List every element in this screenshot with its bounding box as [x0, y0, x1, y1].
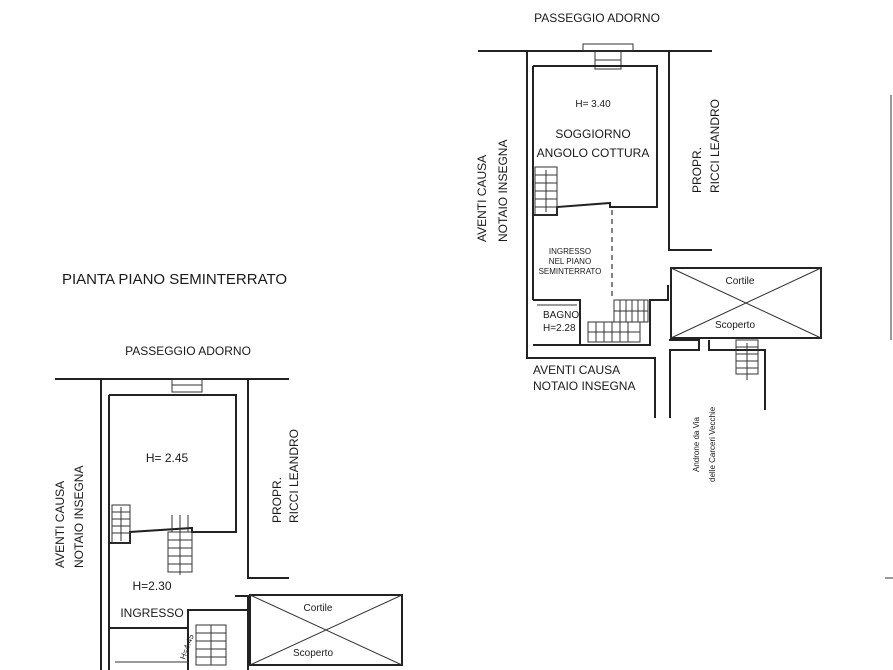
lower-left-neighbor-1: AVENTI CAUSA	[53, 481, 67, 568]
passage-label-1: Androne da Via	[692, 416, 701, 472]
entry-note-line-2: NEL PIANO	[549, 257, 591, 266]
upper-floor-plan: PASSEGGIO ADORNO	[475, 11, 822, 482]
plan-title: PIANTA PIANO SEMINTERRATO	[62, 271, 287, 288]
upper-outer-wall-left	[526, 51, 656, 418]
upper-passage-wall-right	[708, 340, 766, 410]
angolo-cottura-label: ANGOLO COTTURA	[537, 146, 650, 160]
bagno-label: BAGNO	[543, 310, 579, 321]
lower-stair-height: H=4.45	[178, 633, 196, 661]
upper-stair-bottom	[587, 299, 649, 343]
bagno-walls	[533, 299, 581, 346]
lower-stair-left	[111, 504, 131, 544]
lower-entry-height: H=2.30	[132, 579, 171, 593]
lower-courtyard-label-1: Cortile	[304, 603, 333, 614]
lower-right-neighbor-2: RICCI LEANDRO	[287, 429, 301, 523]
lower-floor-plan: PASSEGGIO ADORNO	[53, 344, 403, 670]
soggiorno-label: SOGGIORNO	[555, 127, 630, 141]
soggiorno-height: H= 3.40	[575, 99, 611, 110]
upper-courtyard-label-1: Cortile	[726, 276, 755, 287]
upper-courtyard-label-2: Scoperto	[715, 320, 755, 331]
upper-stair-left	[534, 166, 558, 216]
lower-outer-wall-right	[247, 379, 289, 579]
entry-note-line-3: SEMINTERRATO	[539, 267, 602, 276]
upper-passage-wall-left	[669, 339, 700, 418]
lower-entry-walls	[109, 609, 248, 629]
lower-right-neighbor-1: PROPR.	[270, 477, 284, 523]
entry-note-line-1: INGRESSO	[549, 247, 591, 256]
lower-room-height: H= 2.45	[146, 451, 189, 465]
upper-bottom-neighbor-1: AVENTI CAUSA	[533, 363, 620, 377]
upper-bottom-neighbor-2: NOTAIO INSEGNA	[533, 379, 635, 393]
upper-left-neighbor-1: AVENTI CAUSA	[475, 155, 489, 242]
upper-left-neighbor-2: NOTAIO INSEGNA	[496, 140, 510, 242]
lower-street-label: PASSEGGIO ADORNO	[125, 344, 251, 358]
lower-courtyard: Cortile Scoperto	[249, 594, 403, 666]
upper-street-label: PASSEGGIO ADORNO	[534, 11, 660, 25]
lower-entry-label: INGRESSO	[120, 606, 183, 620]
upper-courtyard: Cortile Scoperto	[670, 267, 822, 339]
upper-stair-enclosure	[580, 285, 669, 346]
lower-left-neighbor-2: NOTAIO INSEGNA	[72, 466, 86, 568]
lower-courtyard-label-2: Scoperto	[293, 648, 333, 659]
upper-right-neighbor-2: RICCI LEANDRO	[708, 99, 722, 193]
upper-outer-wall-right	[668, 51, 712, 251]
lower-stair-center	[167, 515, 193, 575]
upper-right-neighbor-1: PROPR.	[690, 147, 704, 193]
bagno-height: H=2.28	[543, 323, 576, 334]
upper-stair-passage	[735, 339, 759, 380]
passage-label-2: delle Carceri Vecchie	[708, 406, 717, 482]
lower-stair-bottom	[195, 624, 227, 666]
upper-top-window	[582, 43, 634, 52]
